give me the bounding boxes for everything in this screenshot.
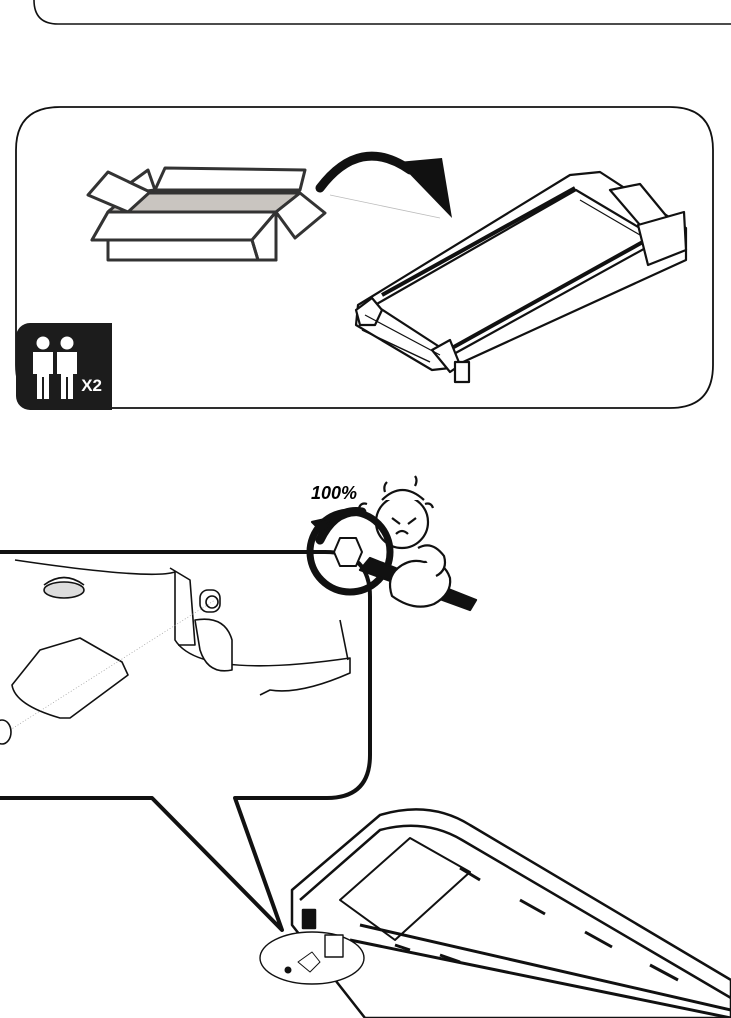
top-frame <box>33 0 731 25</box>
two-people-icon <box>33 336 77 399</box>
people-count-label: X2 <box>81 376 102 395</box>
two-person-lift-badge: X2 <box>16 323 112 410</box>
treadmill-illustration <box>354 170 688 384</box>
move-arrow <box>315 151 452 219</box>
open-box <box>86 166 327 262</box>
unbox-step-panel <box>15 106 714 409</box>
treadmill-front-illustration <box>259 808 731 1018</box>
step1-frame <box>15 106 714 409</box>
bolt-detail <box>0 559 351 745</box>
tighten-step-panel <box>0 475 731 1018</box>
full-tighten-label: 100% <box>311 483 358 503</box>
straining-face-wrench-icon <box>306 475 478 612</box>
